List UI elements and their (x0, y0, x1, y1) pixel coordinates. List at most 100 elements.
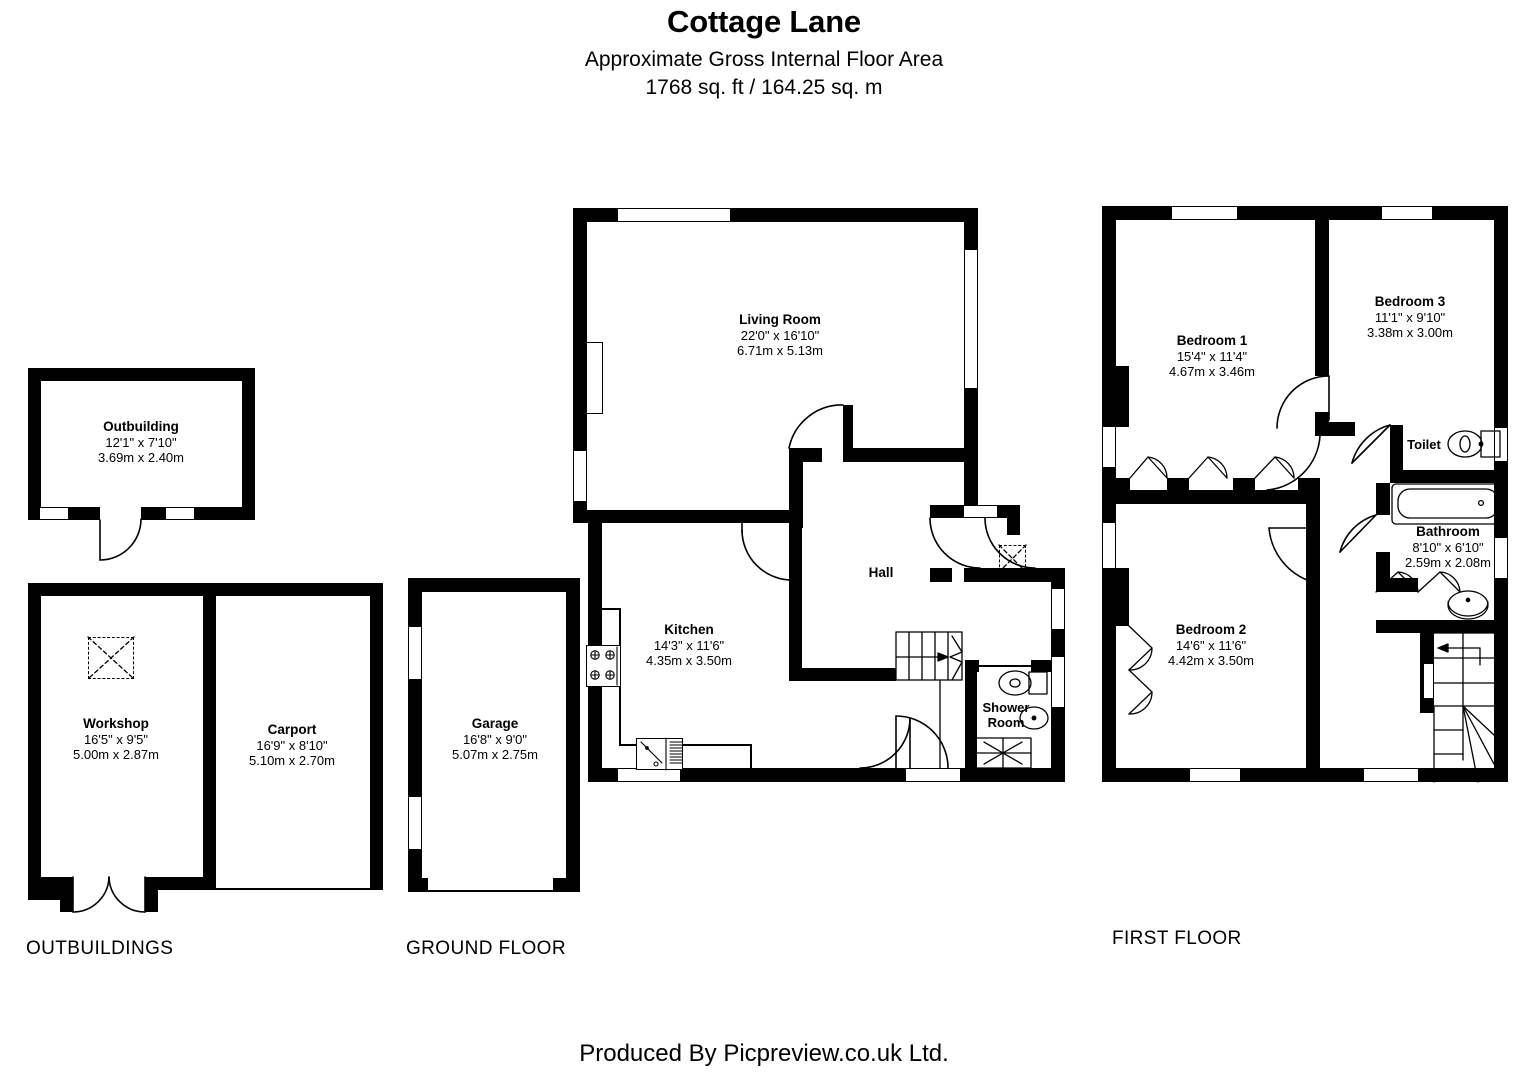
ff-bath-wall-left-a (1376, 483, 1390, 515)
ff-toilet-wall-left (1390, 425, 1403, 470)
gf-window-lr-right (964, 250, 978, 388)
workshop-carport-divider (203, 583, 216, 890)
bedroom1-metric: 4.67m x 3.46m (1169, 364, 1255, 380)
garage-wall-top (408, 578, 580, 592)
page-title: Cottage Lane (667, 4, 861, 39)
bathroom-bath (1391, 483, 1505, 525)
understairs-door-swing (895, 715, 949, 769)
ff-chimney-breast-2 (1102, 568, 1129, 626)
ff-bed1-wardrobe-jamb-3 (1233, 478, 1255, 490)
gf-wall-kitchen-hall (789, 528, 802, 680)
footer-credit: Produced By Picpreview.co.uk Ltd. (579, 1040, 949, 1067)
ff-bath-wall-bottom (1418, 620, 1508, 633)
gf-shower-wall-top-b (1031, 660, 1051, 672)
gf-shower-wall-left (965, 672, 977, 768)
kitchen-name: Kitchen (664, 622, 714, 637)
garage-wall-bottom-left-stub (408, 878, 428, 892)
gf-window-right-1 (1051, 589, 1065, 629)
outbuilding-wall-right (242, 368, 255, 520)
hall-name: Hall (868, 565, 894, 580)
gf-wall-right-c (1051, 707, 1065, 779)
gf-fireplace-recess (587, 342, 603, 414)
gf-shower-wall-top-a (965, 660, 979, 672)
garage-wall-bottom-right-stub (553, 878, 580, 892)
page-subtitle: Approximate Gross Internal Floor Area (584, 48, 944, 71)
page-area-summary: 1768 sq. ft / 164.25 sq. m (645, 76, 883, 99)
bedroom2-wardrobe-bifolds (1128, 625, 1153, 715)
gf-wall-bottom-b (680, 768, 860, 782)
garage-imperial: 16'8" x 9'0" (462, 731, 528, 747)
bedroom1-name: Bedroom 1 (1176, 333, 1248, 348)
gf-wall-left-b (573, 414, 587, 451)
workshop-imperial: 16'5" x 9'5" (83, 731, 149, 747)
gf-porch-wall-top (930, 505, 964, 518)
shower-room-name-line1: Shower (982, 700, 1030, 715)
carport-open-front-line (216, 888, 370, 890)
workshop-wall-bottom-right (145, 877, 216, 890)
gf-wall-right-a (1051, 568, 1065, 589)
room-label-workshop: Workshop 16'5" x 9'5" 5.00m x 2.87m (73, 716, 159, 763)
room-label-living-room: Living Room 22'0" x 16'10" 6.71m x 5.13m (737, 312, 823, 359)
gf-window-left (573, 451, 587, 501)
garage-window-1 (408, 627, 422, 679)
gf-wall-bottom-d (960, 768, 1065, 782)
bedroom3-name: Bedroom 3 (1374, 294, 1446, 309)
garage-wall-left-b (408, 679, 422, 797)
ff-toilet-wall-bottom (1390, 470, 1508, 483)
ff-bed1-bottom-wall (1116, 490, 1320, 504)
ff-bed1-wardrobe-jamb-1 (1116, 478, 1130, 490)
garage-wall-left-a (408, 578, 422, 627)
label-ground-floor: GROUND FLOOR (406, 938, 566, 959)
carport-metric: 5.10m x 2.70m (249, 753, 335, 769)
ff-bath-wall-bottom-l (1376, 620, 1418, 633)
ff-bed1-wardrobe-jamb-4 (1298, 478, 1320, 490)
label-first-floor: FIRST FLOOR (1112, 928, 1242, 949)
carport-name: Carport (267, 722, 317, 737)
living-room-door-swing (788, 404, 844, 449)
ff-wall-bed1-bed3 (1315, 206, 1329, 376)
outbuilding-window-1 (40, 507, 68, 520)
outbuilding-wall-bottom-c (141, 507, 166, 520)
first-floor-wc (1447, 430, 1501, 458)
ff-landing-jamb-a (1315, 412, 1329, 436)
gf-window-right-2 (1051, 657, 1065, 707)
ff-bath-door-jamb (1390, 578, 1418, 592)
outbuilding-wall-bottom-d (194, 507, 255, 520)
shower-tray (974, 737, 1032, 769)
shower-room-wc (998, 670, 1048, 696)
garage-metric: 5.07m x 2.75m (452, 747, 538, 763)
gf-wall-kitchen-hall-bottom (789, 668, 896, 681)
kitchen-imperial: 14'3" x 11'6" (653, 637, 725, 653)
bathroom-metric: 2.59m x 2.08m (1405, 555, 1491, 571)
workshop-name: Workshop (83, 716, 149, 731)
bedroom1-wardrobe-bifolds (1129, 456, 1295, 479)
gf-porch-window (964, 505, 997, 518)
gf-wall-lr-hall-h (852, 448, 969, 462)
bedroom3-metric: 3.38m x 3.00m (1367, 325, 1453, 341)
ff-landing-jamb-b (1329, 422, 1355, 436)
bedroom3-imperial: 11'1" x 9'10" (1374, 309, 1446, 325)
ff-window-bottom-1 (1190, 768, 1240, 782)
carport-imperial: 16'9" x 8'10" (256, 737, 328, 753)
gf-window-top (618, 208, 730, 222)
ff-window-bottom-2 (1364, 768, 1418, 782)
room-label-shower-room: Shower Room (983, 700, 1030, 731)
bathroom-imperial: 8'10" x 6'10" (1412, 539, 1484, 555)
outbuilding-metric: 3.69m x 2.40m (98, 450, 184, 466)
ff-window-left-1 (1102, 427, 1116, 467)
gf-wall-lr-doorjamb (843, 405, 853, 462)
ff-wall-bottom-b (1240, 768, 1364, 782)
kitchen-counter-bottom-right (750, 744, 752, 768)
ff-stair-newel-post (1423, 663, 1434, 699)
gf-door-bottom-hall (906, 768, 960, 782)
shower-room-name-line2: Room (987, 715, 1025, 731)
bathroom-name: Bathroom (1416, 524, 1480, 539)
room-label-garage: Garage 16'8" x 9'0" 5.07m x 2.75m (452, 716, 538, 763)
garage-door-line (428, 890, 553, 892)
kitchen-counter-left-top (601, 608, 619, 610)
ff-wall-right-a (1494, 206, 1508, 428)
living-room-name: Living Room (739, 312, 821, 327)
gf-wall-lr-right-a (964, 208, 978, 250)
garage-wall-right (566, 578, 580, 892)
room-label-bathroom: Bathroom 8'10" x 6'10" 2.59m x 2.08m (1405, 524, 1491, 571)
